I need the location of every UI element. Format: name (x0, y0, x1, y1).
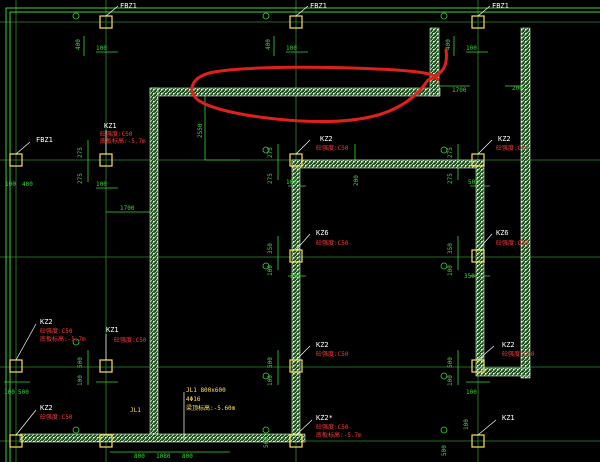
dim-500-a: 500 (77, 357, 84, 368)
dim-275-e: 275 (447, 147, 454, 158)
column-jl1 (99, 434, 113, 448)
axis-markers (72, 12, 448, 434)
tag-fbz1-a: FBZ1 (120, 2, 137, 10)
dim-1080: 1080 (156, 453, 171, 460)
dim-500-e: 500 (263, 437, 270, 448)
tag-kz2-mid: KZ2 (316, 341, 329, 349)
tag-kz2-right: KZ2 (502, 341, 515, 349)
dim-100-a: 100 (96, 45, 107, 52)
tag-kz6-b: KZ6 (496, 229, 509, 237)
dim-350-c: 350 (447, 243, 454, 254)
dim-100-b: 100 (286, 45, 297, 52)
note-c50-kz1-top: 砼强度:C50 (100, 130, 133, 138)
dim-100-k: 100 (463, 419, 470, 430)
tag-kz2-bl: KZ2 (40, 404, 53, 412)
dim-100-e: 100 (447, 265, 454, 276)
note-base-kz2-bm: 底板标高:-5.7m (316, 431, 362, 439)
dim-100-kz2a: 100 (286, 179, 297, 186)
tag-kz1-mid: KZ1 (106, 326, 119, 334)
dim-100-left: 100 (5, 181, 16, 188)
dim-500-kz2b: 500 (468, 179, 479, 186)
tag-kz2-a: KZ2 (320, 135, 333, 143)
dim-350-d: 350 (464, 273, 475, 280)
tag-kz1-top: KZ1 (104, 122, 117, 130)
column-tags: FBZ1 FBZ1 FBZ1 FBZ1 KZ1 KZ2 KZ2 KZ6 KZ6 … (36, 2, 515, 422)
tag-kz2-bm: KZ2* (316, 414, 333, 422)
dim-100-f: 100 (77, 375, 84, 386)
note-c50-kz6-a: 砼强度:C50 (316, 239, 349, 247)
dim-100-i: 100 (447, 375, 454, 386)
dim-500-d: 500 (447, 357, 454, 368)
dim-275-d: 275 (267, 173, 274, 184)
tag-fbz1-b: FBZ1 (310, 2, 327, 10)
dim-400-c: 400 (445, 39, 452, 50)
tag-kz6-a: KZ6 (316, 229, 329, 237)
note-c50-kz2-mid: 砼强度:C50 (316, 350, 349, 358)
note-base-kz1-top: 底板标高:-5.7m (100, 137, 146, 145)
note-c50-kz2-bm: 砼强度:C50 (316, 423, 349, 431)
dim-100-c: 100 (466, 45, 477, 52)
jl1-rebar: 4Φ16 (186, 396, 201, 403)
tag-kz2-left: KZ2 (40, 318, 53, 326)
note-c50-kz2-a: 砼强度:C50 (316, 144, 349, 152)
note-base-kz2-left: 底板标高:-5.7m (40, 335, 86, 343)
site-boundary (5, 7, 600, 462)
jl1-elevation: 梁顶标高:-5.60m (186, 404, 236, 412)
column-kz2-left (9, 359, 23, 373)
tag-kz1-br: KZ1 (502, 414, 515, 422)
tag-fbz1-c: FBZ1 (492, 2, 509, 10)
dim-400-a: 400 (75, 39, 82, 50)
jl1-label: JL1 (130, 407, 141, 414)
dim-500-b: 500 (18, 389, 29, 396)
dim-200-a: 200 (353, 175, 360, 186)
revision-cloud-markup (190, 48, 448, 124)
dim-800-b: 800 (182, 453, 193, 460)
dim-100-d: 100 (267, 265, 274, 276)
dim-1700-b: 1700 (452, 87, 467, 94)
dim-500-f: 500 (441, 445, 448, 456)
jl1-spec: JL1 800x600 (186, 387, 226, 394)
dim-500-c: 500 (267, 357, 274, 368)
note-c50-kz2-bl: 砼强度:C50 (40, 413, 73, 421)
note-c50-kz2-right: 砼强度:C50 (502, 350, 535, 358)
dim-400-b: 400 (265, 39, 272, 50)
note-c50-kz6-b: 砼强度:C50 (496, 239, 529, 247)
note-c50-kz2-b: 砼强度:C50 (496, 144, 529, 152)
dim-200-b: 200 (512, 85, 523, 92)
dim-100-h: 100 (267, 375, 274, 386)
dimension-texts: 400 100 400 100 400 100 100 400 275 275 … (4, 39, 523, 460)
dim-800-a: 800 (134, 453, 145, 460)
dim-400-left: 400 (22, 181, 33, 188)
dim-350-b: 350 (290, 273, 301, 280)
leader-lines (15, 5, 497, 440)
dim-2550: 2550 (197, 123, 204, 138)
dim-275-a: 275 (77, 147, 84, 158)
beam-annotation: JL1 JL1 800x600 4Φ16 梁顶标高:-5.60m (130, 387, 236, 414)
tag-kz2-b: KZ2 (498, 135, 511, 143)
column-fbz1-left (9, 153, 23, 167)
dim-350-a: 350 (267, 243, 274, 254)
dim-275-b: 275 (77, 173, 84, 184)
column-notes: 砼强度:C50 底板标高:-5.7m 砼强度:C50 砼强度:C50 砼强度:C… (40, 130, 535, 439)
dim-100-kz1: 100 (96, 181, 107, 188)
dim-100-j: 100 (466, 389, 477, 396)
dim-1700-a: 1700 (120, 205, 135, 212)
dim-275-c: 275 (267, 147, 274, 158)
note-c50-kz1-mid: 砼强度:C50 (114, 336, 147, 344)
dim-100-g: 100 (4, 389, 15, 396)
tag-fbz1-left: FBZ1 (36, 136, 53, 144)
note-c50-kz2-left: 砼强度:C50 (40, 327, 73, 335)
dim-275-f: 275 (447, 173, 454, 184)
